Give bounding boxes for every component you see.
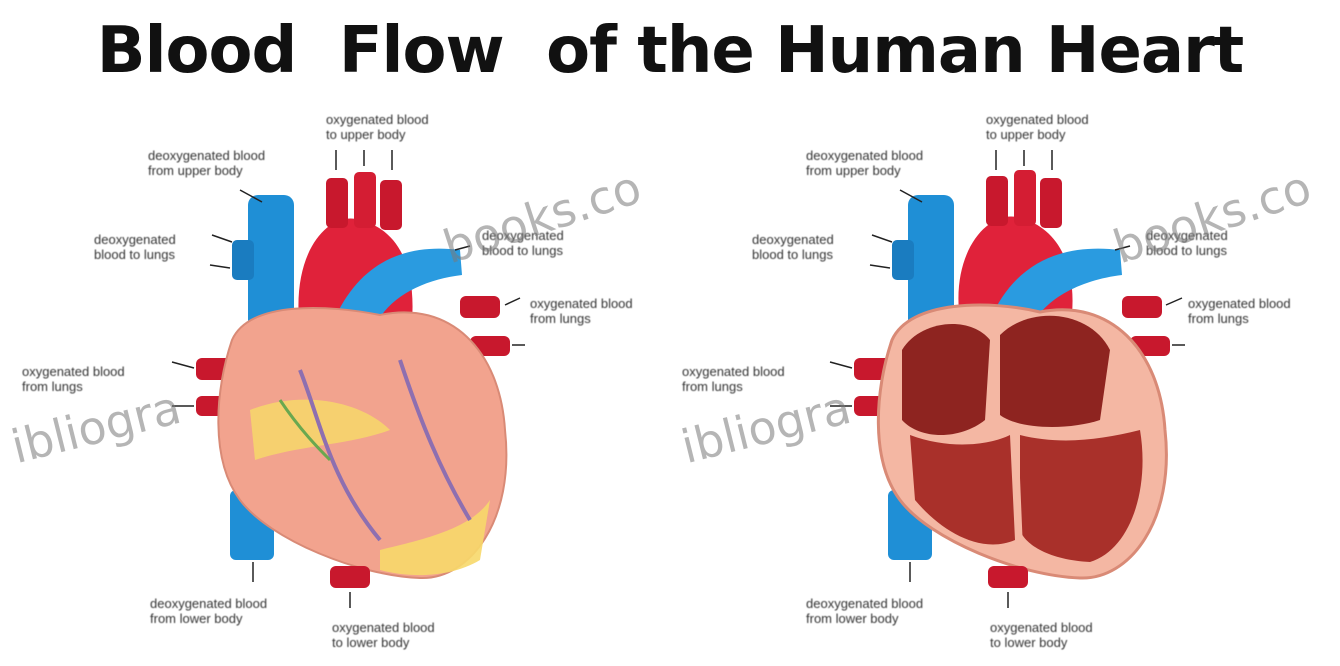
aortic-branch-3 (1040, 178, 1062, 228)
left-atrium (1000, 316, 1110, 427)
vein-branch (232, 240, 254, 280)
aortic-branch-1 (326, 178, 348, 228)
vein-branch (892, 240, 914, 280)
aortic-branch-3 (380, 180, 402, 230)
pulmonary-vein-right-1 (460, 296, 500, 318)
right-atrium (902, 324, 990, 435)
descending-aorta (988, 566, 1028, 588)
aortic-branch-2 (354, 172, 376, 228)
aortic-branch-2 (1014, 170, 1036, 226)
page-title: Blood Flow of the Human Heart (0, 14, 1340, 88)
aortic-branch-1 (986, 176, 1008, 226)
pulmonary-vein-right-1 (1122, 296, 1162, 318)
descending-aorta (330, 566, 370, 588)
